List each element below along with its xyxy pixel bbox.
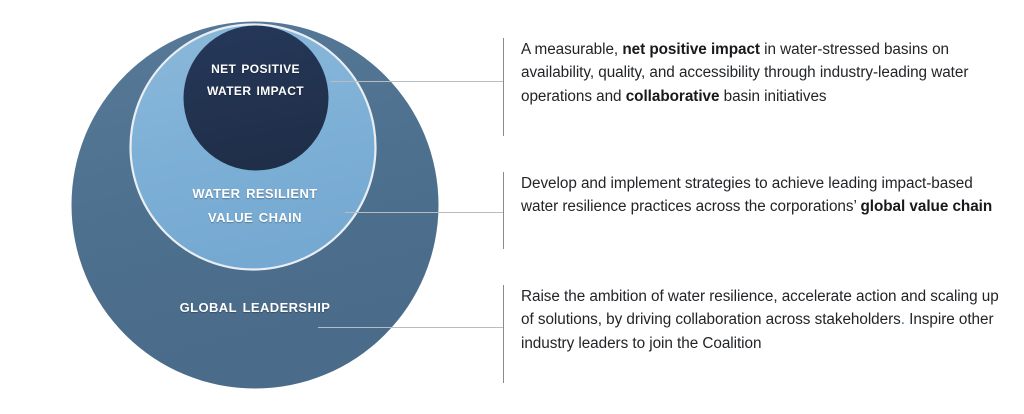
inner-circle-label-line-1: Net Positive bbox=[211, 58, 300, 77]
nested-circles-diagram: Global Leadership Water Resilient Value … bbox=[71, 21, 439, 389]
description-global-leadership: Raise the ambition of water resilience, … bbox=[503, 285, 1003, 383]
middle-circle-label-line-1: Water Resilient bbox=[192, 182, 318, 203]
connector-line-water-resilient-value-chain bbox=[345, 212, 504, 213]
inner-circle-label: Net Positive Water Impact bbox=[168, 57, 343, 101]
middle-circle-label-line-2: Value Chain bbox=[208, 206, 302, 228]
description-text: Develop and implement strategies to achi… bbox=[521, 175, 993, 216]
connector-line-net-positive-water-impact bbox=[330, 81, 504, 82]
description-divider-rule bbox=[503, 38, 504, 136]
outer-circle-label: Global Leadership bbox=[110, 295, 400, 319]
description-divider-rule bbox=[503, 285, 504, 383]
description-water-resilient-value-chain: Develop and implement strategies to achi… bbox=[503, 172, 1003, 249]
description-text: A measurable, net positive impact in wat… bbox=[521, 41, 969, 105]
middle-circle-label: Water Resilient Value Chain bbox=[130, 181, 380, 230]
description-text: Raise the ambition of water resilience, … bbox=[521, 288, 999, 352]
outer-circle-label-line-1: Global Leadership bbox=[179, 296, 331, 317]
inner-circle-net-positive-water-impact bbox=[183, 25, 329, 171]
inner-circle-label-line-2: Water Impact bbox=[206, 79, 305, 99]
description-net-positive-water-impact: A measurable, net positive impact in wat… bbox=[503, 38, 1003, 136]
connector-line-global-leadership bbox=[318, 327, 504, 328]
nested-circles-svg bbox=[71, 21, 439, 389]
description-divider-rule bbox=[503, 172, 504, 249]
